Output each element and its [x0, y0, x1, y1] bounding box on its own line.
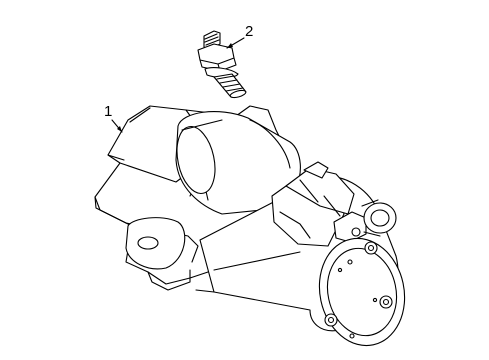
callout-1: 1 [104, 103, 123, 133]
callout-2-label: 2 [245, 23, 253, 40]
end-cap-bolt [324, 313, 338, 327]
callout-2: 2 [226, 23, 253, 49]
end-cap-bolt [364, 241, 378, 255]
bolt-part [197, 30, 247, 99]
callout-1-label: 1 [104, 103, 112, 120]
end-cap-bolt [379, 295, 393, 309]
starter-motor-part [94, 105, 406, 347]
